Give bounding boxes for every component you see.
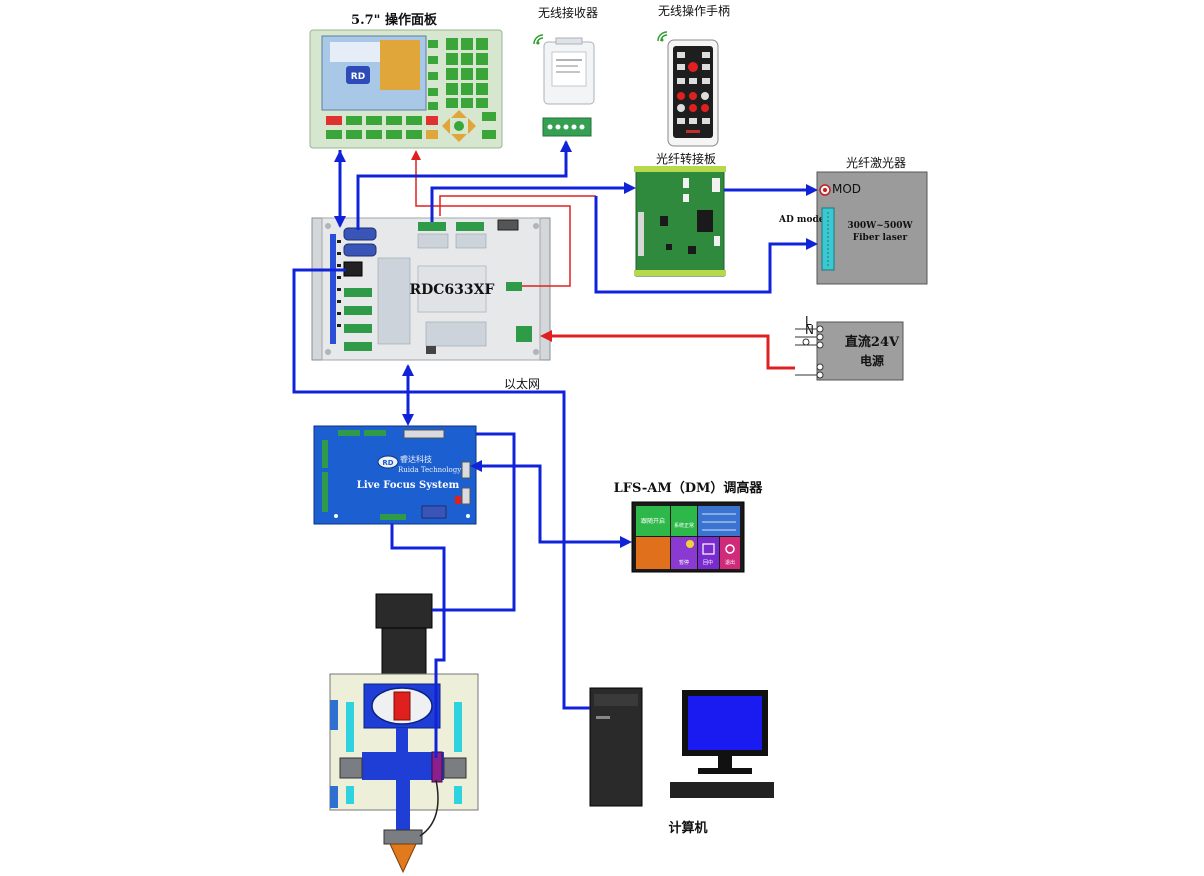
panel-side-keys xyxy=(428,40,438,110)
hmi-tile-follow-on xyxy=(636,506,670,536)
svg-text:退出: 退出 xyxy=(725,559,735,566)
cutting-head-motor xyxy=(375,593,433,629)
fiber-board-title: 光纤转接板 xyxy=(656,151,716,166)
panel-function-keys xyxy=(326,116,438,139)
db9-port-panel xyxy=(343,227,377,241)
svg-text:系统正常: 系统正常 xyxy=(674,522,694,529)
rdc633xf-controller: RDC633XF xyxy=(311,217,551,361)
panel-keypad xyxy=(446,38,488,108)
controller-model-label: RDC633XF xyxy=(410,282,495,298)
lfs-header-connector xyxy=(403,429,445,439)
wireless-receiver: 无线接收器 xyxy=(533,5,598,137)
lfs-am-title: LFS-AM（DM）调高器 xyxy=(614,480,764,496)
ethernet-label: 以太网 xyxy=(504,376,540,391)
live-focus-system-board: RD 睿达科技 Ruida Technology Live Focus Syst… xyxy=(313,425,477,525)
psu-L: L xyxy=(805,314,812,328)
panel-title: 5.7" 操作面板 xyxy=(351,12,438,28)
wireless-handle: 无线操作手柄 xyxy=(657,3,730,147)
ground-icon xyxy=(802,338,810,346)
laser-type: Fiber laser xyxy=(853,233,908,243)
handle-title: 无线操作手柄 xyxy=(658,3,730,18)
panel-rd-logo xyxy=(346,66,370,84)
psu-label-line1: 直流24V xyxy=(845,334,900,350)
wifi-signal-icon xyxy=(657,31,668,42)
lfs-db9-port xyxy=(421,505,447,519)
controller-dip-grids xyxy=(377,233,487,347)
nozzle xyxy=(389,843,417,874)
wiring: 以太网 xyxy=(292,140,818,837)
svg-text:跟随开启: 跟随开启 xyxy=(641,517,665,525)
db9-port-handle xyxy=(343,243,377,257)
svg-text:RD: RD xyxy=(351,72,365,82)
fiber-laser: 光纤激光器 MOD AD mode 300W~500W Fiber laser xyxy=(778,156,928,285)
usb-port xyxy=(497,219,519,231)
fiber-adapter-board: 光纤转接板 xyxy=(634,151,726,277)
ruida-logo xyxy=(377,455,399,469)
handle-buttons xyxy=(677,52,710,133)
mod-label: MOD xyxy=(832,182,861,196)
computer: 计算机 xyxy=(589,687,774,836)
lfs-system-title: Live Focus System xyxy=(357,480,460,491)
wifi-signal-icon xyxy=(533,34,544,45)
computer-keyboard xyxy=(670,782,774,798)
lfs-am-height-controller: LFS-AM（DM）调高器 跟随开启 系统正常 暂停 回中 退出 xyxy=(614,480,764,573)
ethernet-port xyxy=(343,261,363,277)
controller-terminals xyxy=(344,222,532,351)
laser-power: 300W~500W xyxy=(847,221,913,231)
ad-mode-label: AD mode xyxy=(778,215,825,225)
nozzle-mount xyxy=(383,829,423,845)
cutting-head xyxy=(329,593,479,874)
svg-text:回中: 回中 xyxy=(703,559,713,566)
lfs-company-cn: 睿达科技 xyxy=(400,454,432,464)
computer-tower xyxy=(589,687,643,807)
fiber-laser-title: 光纤激光器 xyxy=(846,156,906,170)
receiver-title: 无线接收器 xyxy=(538,5,598,20)
operation-panel: 5.7" 操作面板 RD xyxy=(309,12,503,149)
refresh-icon xyxy=(725,544,735,554)
computer-label: 计算机 xyxy=(668,820,707,836)
list-icon xyxy=(702,543,715,555)
svg-text:RD: RD xyxy=(382,459,393,467)
dc24v-power-supply: 直流24V 电源 L N xyxy=(795,314,904,381)
lfs-company-en: Ruida Technology xyxy=(398,466,461,474)
panel-arrow-pad xyxy=(442,110,496,142)
psu-label-line2: 电源 xyxy=(860,353,884,368)
psu-N: N xyxy=(805,323,814,337)
hmi-tile-system-ok xyxy=(671,506,697,536)
usb-b-port xyxy=(426,346,436,354)
ad-mode-connector xyxy=(821,207,835,271)
svg-text:暂停: 暂停 xyxy=(679,559,689,566)
